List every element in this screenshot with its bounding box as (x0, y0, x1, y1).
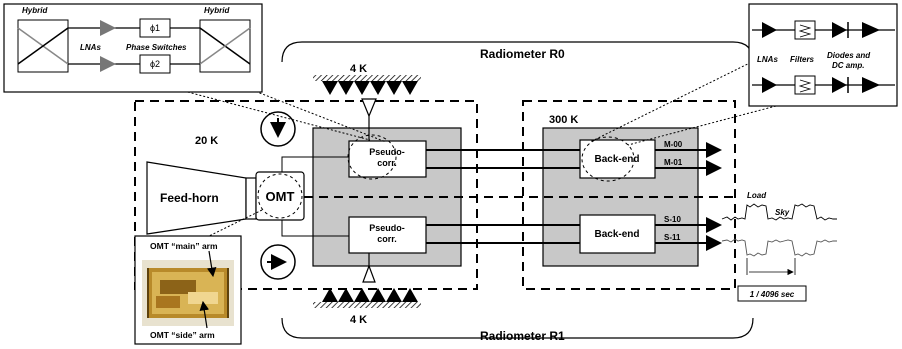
omt-photo (134, 235, 242, 345)
cold-stage-label: 20 K (195, 135, 218, 147)
pseudo-corr-bottom-box (348, 216, 427, 254)
backend-bottom-label: Back-end (594, 229, 639, 240)
radiometer-r1-brace (281, 317, 754, 339)
inset-right-filters: Filters (790, 55, 815, 64)
warm-stage-box (522, 100, 736, 290)
signal-trace-top (721, 203, 837, 221)
top-load-horn (361, 98, 377, 118)
signal-load-label: Load (747, 191, 767, 200)
bottom-load-pyramids (322, 288, 418, 302)
inset-left-phase-switches: Phase Switches (126, 43, 187, 52)
backend-top-box (579, 139, 656, 179)
signal-trace-bottom (721, 238, 837, 257)
period-box (737, 285, 807, 302)
inset-right-diodes-1: Diodes and (827, 51, 871, 60)
top-load-base (313, 75, 421, 81)
output-s11-label: S-11 (664, 233, 681, 242)
radiometer-r1-label: Radiometer R1 (480, 329, 565, 343)
phase-switch-1-label: ϕ1 (150, 23, 160, 33)
inset-left (3, 3, 263, 93)
omt-label: OMT (266, 189, 295, 204)
cold-stage-box (134, 100, 478, 290)
output-s10-label: S-10 (664, 215, 681, 224)
radiometer-r0-label: Radiometer R0 (480, 47, 565, 61)
inset-right (748, 3, 898, 107)
backend-bottom-box (579, 214, 656, 254)
pseudo-corr-bottom-line2: corr. (377, 234, 397, 244)
inset-left-lnas: LNAs (80, 43, 101, 52)
backend-top-label: Back-end (594, 154, 639, 165)
pseudo-corr-top-line2: corr. (377, 158, 397, 168)
signal-sky-label: Sky (775, 208, 790, 217)
inset-left-hybrid-right: Hybrid (204, 6, 230, 15)
output-m00-label: M-00 (664, 140, 683, 149)
pseudo-corr-bottom-line1: Pseudo- (369, 223, 405, 233)
photo-main-arm-label: OMT “main” arm (150, 241, 218, 251)
phase-switch-2-label: ϕ2 (150, 59, 160, 69)
bottom-load-label: 4 K (350, 314, 367, 326)
inset-right-lnas: LNAs (757, 55, 778, 64)
warm-stage-label: 300 K (549, 114, 578, 126)
top-load-label: 4 K (350, 63, 367, 75)
inset-left-hybrid-left: Hybrid (22, 6, 48, 15)
pseudo-corr-top-line1: Pseudo- (369, 147, 405, 157)
period-label: 1 / 4096 sec (750, 290, 795, 299)
inset-right-diodes-2: DC amp. (832, 61, 864, 70)
photo-side-arm-label: OMT “side” arm (150, 330, 215, 340)
top-load-pyramids (322, 81, 418, 95)
bottom-load-horn (362, 264, 376, 283)
bottom-load-base (313, 302, 421, 308)
feed-horn-label: Feed-horn (160, 191, 219, 205)
output-m01-label: M-01 (664, 158, 683, 167)
pseudo-corr-top-box (348, 140, 427, 178)
